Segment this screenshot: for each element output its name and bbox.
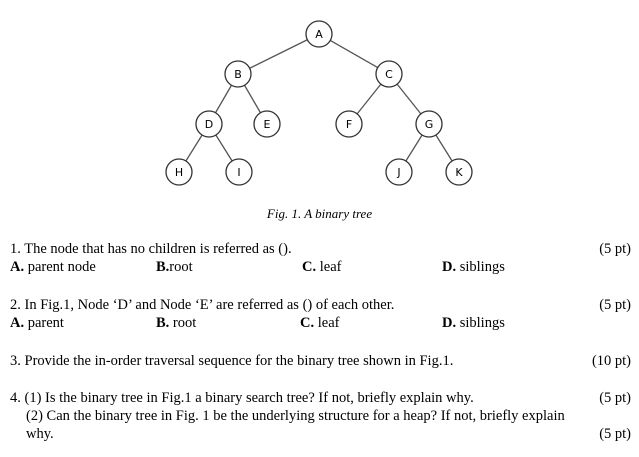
question-4-line-3: why.: [26, 426, 54, 442]
binary-tree-figure: A B C D E F G H I J K: [165, 20, 473, 186]
tree-node-label: C: [385, 68, 393, 81]
question-3-points: (10 pt): [591, 353, 631, 369]
tree-node-C: C: [375, 60, 403, 88]
question-1-points: (5 pt): [599, 241, 631, 257]
tree-node-D: D: [195, 110, 223, 138]
question-4-line-2: (2) Can the binary tree in Fig. 1 be the…: [26, 408, 565, 424]
tree-node-circle: [445, 158, 473, 186]
tree-node-circle: [415, 110, 443, 138]
tree-node-J: J: [385, 158, 413, 186]
tree-node-A: A: [305, 20, 333, 48]
q2-option-b: B. root: [156, 315, 197, 331]
q2-option-a: A. parent: [10, 315, 64, 331]
tree-node-F: F: [335, 110, 363, 138]
tree-node-label: J: [396, 166, 400, 179]
question-1: 1. The node that has no children is refe…: [10, 240, 631, 276]
q2-option-d: D. siblings: [442, 315, 505, 331]
tree-node-circle: [253, 110, 281, 138]
tree-edge-C-F: [356, 83, 382, 115]
tree-edge-A-C: [329, 39, 379, 69]
tree-node-circle: [385, 158, 413, 186]
tree-node-label: H: [175, 166, 183, 179]
tree-node-circle: [195, 110, 223, 138]
tree-node-label: K: [455, 166, 463, 179]
question-4-line-1: 4. (1) Is the binary tree in Fig.1 a bin…: [10, 390, 474, 406]
tree-node-circle: [225, 158, 253, 186]
tree-node-label: E: [264, 118, 271, 131]
tree-edge-A-B: [249, 39, 308, 69]
question-3: 3. Provide the in-order traversal sequen…: [10, 352, 631, 370]
tree-node-B: B: [224, 60, 252, 88]
tree-edge-D-H: [185, 134, 203, 162]
q2-option-c: C. leaf: [300, 315, 340, 331]
question-4-points-1: (5 pt): [599, 390, 631, 406]
question-4: 4. (1) Is the binary tree in Fig.1 a bin…: [10, 389, 631, 443]
q1-option-a: A. parent node: [10, 259, 96, 275]
question-2-points: (5 pt): [599, 297, 631, 313]
q1-option-d: D. siblings: [442, 259, 505, 275]
tree-node-circle: [224, 60, 252, 88]
tree-node-E: E: [253, 110, 281, 138]
question-3-text: 3. Provide the in-order traversal sequen…: [10, 353, 454, 369]
q1-option-b: B.root: [156, 259, 193, 275]
tree-edge-G-K: [435, 134, 453, 162]
figure-caption: Fig. 1. A binary tree: [266, 206, 373, 221]
tree-node-circle: [375, 60, 403, 88]
tree-node-circle: [305, 20, 333, 48]
tree-edge-G-J: [405, 134, 423, 162]
tree-edge-C-G: [396, 83, 422, 115]
tree-node-G: G: [415, 110, 443, 138]
tree-node-label: A: [315, 28, 323, 41]
tree-node-K: K: [445, 158, 473, 186]
tree-node-label: B: [234, 68, 242, 81]
tree-node-label: I: [237, 166, 240, 179]
tree-edge-D-I: [215, 134, 233, 162]
q1-option-c: C. leaf: [302, 259, 342, 275]
tree-edge-B-E: [243, 84, 262, 114]
question-2: 2. In Fig.1, Node ‘D’ and Node ‘E’ are r…: [10, 296, 631, 332]
question-4-points-2: (5 pt): [599, 426, 631, 442]
tree-node-label: G: [425, 118, 434, 131]
tree-node-circle: [165, 158, 193, 186]
tree-node-H: H: [165, 158, 193, 186]
tree-node-I: I: [225, 158, 253, 186]
tree-node-label: F: [346, 118, 352, 131]
tree-node-circle: [335, 110, 363, 138]
tree-edge-B-D: [214, 84, 233, 114]
tree-node-label: D: [205, 118, 213, 131]
question-1-text: 1. The node that has no children is refe…: [10, 241, 292, 257]
question-2-text: 2. In Fig.1, Node ‘D’ and Node ‘E’ are r…: [10, 297, 395, 313]
